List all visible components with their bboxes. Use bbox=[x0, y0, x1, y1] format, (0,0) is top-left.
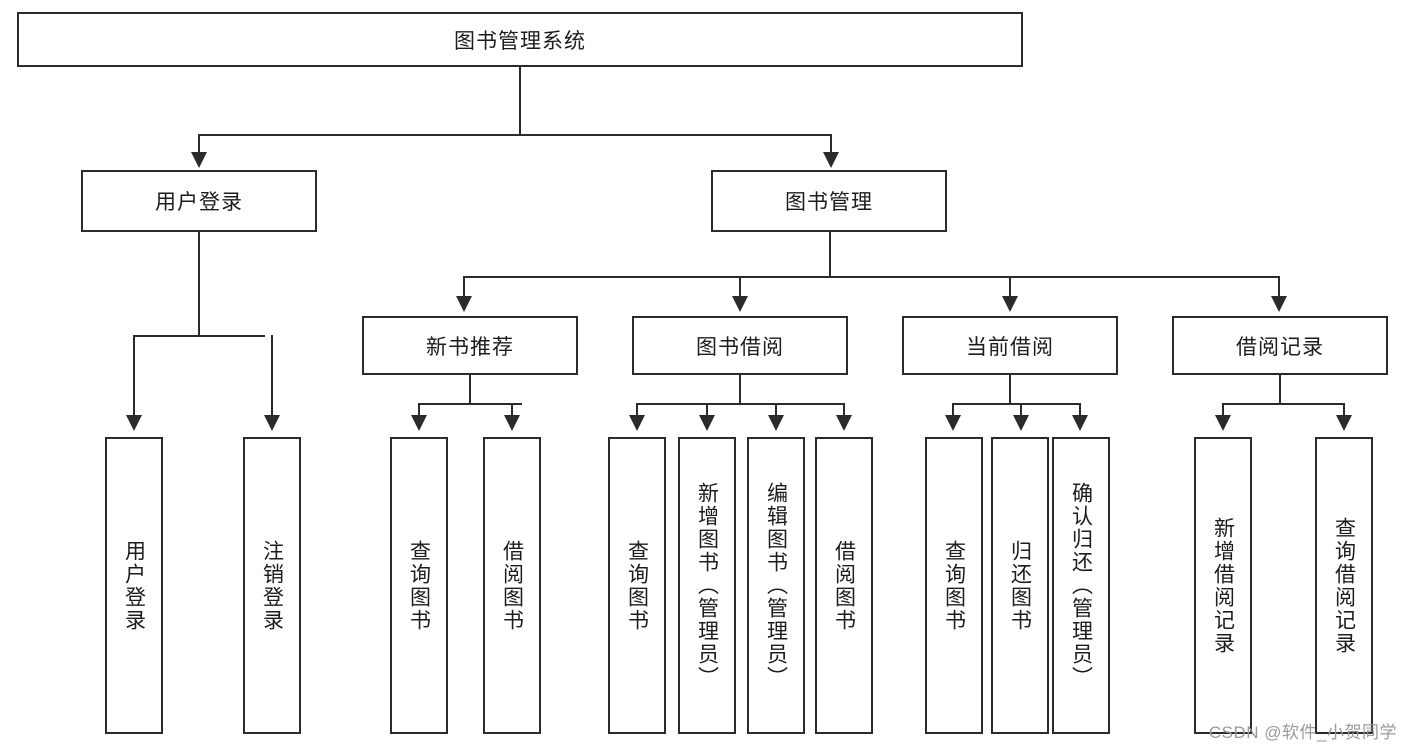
leaf-user-login-login[interactable]: 用户登录 bbox=[105, 437, 163, 734]
edge-new-book-to-leaf-2 bbox=[511, 403, 513, 419]
edge-borrow-record-stem bbox=[1279, 375, 1281, 405]
edge-bm-to-current-borrow bbox=[1009, 276, 1011, 300]
edge-borrow-record-splitter bbox=[1222, 403, 1344, 405]
node-new-book-recommend[interactable]: 新书推荐 bbox=[362, 316, 578, 375]
arrow-cb-to-leaf-2 bbox=[1013, 415, 1029, 431]
edge-user-login-stem bbox=[198, 232, 200, 336]
arrow-root-to-user-login bbox=[191, 152, 207, 168]
leaf-borrow-record-add[interactable]: 新增借阅记录 bbox=[1194, 437, 1252, 734]
edge-root-to-book-management bbox=[830, 134, 832, 156]
edge-bb-to-leaf-4 bbox=[843, 403, 845, 419]
arrow-bb-to-leaf-4 bbox=[836, 415, 852, 431]
edge-br-to-leaf-1 bbox=[1222, 403, 1224, 419]
edge-user-login-splitter bbox=[133, 335, 265, 337]
node-label: 当前借阅 bbox=[966, 335, 1054, 359]
edge-root-stem bbox=[519, 67, 521, 135]
arrow-bm-to-borrow-record bbox=[1271, 296, 1287, 312]
leaf-user-login-logout[interactable]: 注销登录 bbox=[243, 437, 301, 734]
arrow-user-login-to-leaf-2 bbox=[264, 415, 280, 431]
node-label: 查询图书 bbox=[625, 539, 649, 632]
arrow-br-to-leaf-1 bbox=[1215, 415, 1231, 431]
edge-new-book-to-leaf-1 bbox=[418, 403, 420, 419]
arrow-root-to-book-management bbox=[823, 152, 839, 168]
edge-bm-to-new-book bbox=[463, 276, 465, 300]
edge-new-book-stem bbox=[469, 375, 471, 405]
edge-user-login-to-leaf-1 bbox=[133, 335, 135, 419]
node-label: 新增借阅记录 bbox=[1211, 516, 1235, 655]
leaf-new-book-query[interactable]: 查询图书 bbox=[390, 437, 448, 734]
edge-book-borrow-stem bbox=[739, 375, 741, 405]
edge-bb-to-leaf-3 bbox=[775, 403, 777, 419]
leaf-borrow-record-query[interactable]: 查询借阅记录 bbox=[1315, 437, 1373, 734]
arrow-bb-to-leaf-3 bbox=[768, 415, 784, 431]
node-borrow-record[interactable]: 借阅记录 bbox=[1172, 316, 1388, 375]
node-label: 用户登录 bbox=[155, 191, 243, 214]
arrow-cb-to-leaf-3 bbox=[1072, 415, 1088, 431]
leaf-current-borrow-return[interactable]: 归还图书 bbox=[991, 437, 1049, 734]
node-book-management[interactable]: 图书管理 bbox=[711, 170, 947, 232]
node-label: 编辑图书（管理员） bbox=[764, 482, 788, 689]
arrow-user-login-to-leaf-1 bbox=[126, 415, 142, 431]
arrow-new-book-to-leaf-2 bbox=[504, 415, 520, 431]
edge-bb-to-leaf-1 bbox=[636, 403, 638, 419]
node-label: 借阅图书 bbox=[500, 539, 524, 632]
edge-current-borrow-stem bbox=[1009, 375, 1011, 405]
arrow-bm-to-book-borrow bbox=[732, 296, 748, 312]
node-label: 图书管理 bbox=[785, 191, 873, 214]
node-label: 图书管理系统 bbox=[454, 29, 586, 53]
edge-bm-to-book-borrow bbox=[739, 276, 741, 300]
arrow-bb-to-leaf-1 bbox=[629, 415, 645, 431]
edge-bm-to-borrow-record bbox=[1278, 276, 1280, 300]
node-label: 查询借阅记录 bbox=[1332, 516, 1356, 655]
edge-user-login-to-leaf-2 bbox=[271, 335, 273, 419]
node-book-borrow[interactable]: 图书借阅 bbox=[632, 316, 848, 375]
leaf-current-borrow-query[interactable]: 查询图书 bbox=[925, 437, 983, 734]
edge-current-borrow-splitter bbox=[952, 403, 1080, 405]
edge-cb-to-leaf-1 bbox=[952, 403, 954, 419]
leaf-book-borrow-edit[interactable]: 编辑图书（管理员） bbox=[747, 437, 805, 734]
node-label: 图书借阅 bbox=[696, 335, 784, 359]
edge-cb-to-leaf-3 bbox=[1079, 403, 1081, 419]
arrow-bm-to-current-borrow bbox=[1002, 296, 1018, 312]
edge-book-management-splitter bbox=[463, 276, 1280, 278]
edge-root-splitter bbox=[198, 134, 832, 136]
watermark-text: CSDN @软件_小贺同学 bbox=[1208, 723, 1397, 742]
edge-bb-to-leaf-2 bbox=[706, 403, 708, 419]
node-label: 查询图书 bbox=[942, 539, 966, 632]
node-root-book-management-system[interactable]: 图书管理系统 bbox=[17, 12, 1023, 67]
node-label: 新书推荐 bbox=[426, 335, 514, 359]
node-label: 借阅记录 bbox=[1236, 335, 1324, 359]
node-label: 用户登录 bbox=[122, 539, 146, 632]
leaf-book-borrow-add[interactable]: 新增图书（管理员） bbox=[678, 437, 736, 734]
leaf-book-borrow-borrow[interactable]: 借阅图书 bbox=[815, 437, 873, 734]
arrow-br-to-leaf-2 bbox=[1336, 415, 1352, 431]
arrow-cb-to-leaf-1 bbox=[945, 415, 961, 431]
edge-root-to-user-login bbox=[198, 134, 200, 156]
edge-book-borrow-splitter bbox=[636, 403, 844, 405]
arrow-new-book-to-leaf-1 bbox=[411, 415, 427, 431]
node-label: 借阅图书 bbox=[832, 539, 856, 632]
arrow-bb-to-leaf-2 bbox=[699, 415, 715, 431]
node-label: 新增图书（管理员） bbox=[695, 482, 719, 689]
edge-book-management-stem bbox=[829, 232, 831, 278]
node-label: 确认归还（管理员） bbox=[1069, 482, 1093, 689]
node-label: 查询图书 bbox=[407, 539, 431, 632]
leaf-new-book-borrow[interactable]: 借阅图书 bbox=[483, 437, 541, 734]
node-user-login[interactable]: 用户登录 bbox=[81, 170, 317, 232]
edge-new-book-splitter bbox=[418, 403, 522, 405]
node-label: 注销登录 bbox=[260, 539, 284, 632]
edge-cb-to-leaf-2 bbox=[1020, 403, 1022, 419]
arrow-bm-to-new-book bbox=[456, 296, 472, 312]
edge-br-to-leaf-2 bbox=[1343, 403, 1345, 419]
leaf-current-borrow-confirm-return[interactable]: 确认归还（管理员） bbox=[1052, 437, 1110, 734]
leaf-book-borrow-query[interactable]: 查询图书 bbox=[608, 437, 666, 734]
node-current-borrow[interactable]: 当前借阅 bbox=[902, 316, 1118, 375]
node-label: 归还图书 bbox=[1008, 539, 1032, 632]
